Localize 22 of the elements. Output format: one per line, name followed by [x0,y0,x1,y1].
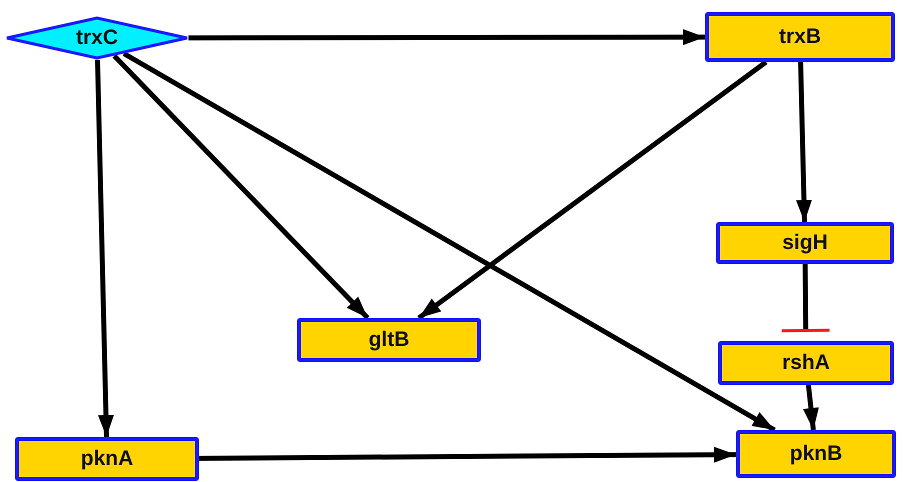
gene-label: trxB [778,25,821,49]
arrow [188,29,705,46]
arrow [95,60,114,438]
gene-label: rshA [782,351,830,375]
arrow [803,384,819,430]
gene-label: sigH [782,231,828,255]
inhibition-edge [782,264,830,332]
gene-label: pknB [790,442,842,466]
gene-box [705,12,895,62]
gene-label: trxC [76,26,118,50]
gene-label: pknA [80,447,134,471]
gene-box [716,222,894,264]
arrow [112,54,370,320]
gene-box [736,430,896,478]
gene-box [15,437,199,481]
gene-label: gltB [368,328,410,352]
gene-box [297,318,481,362]
arrow [122,51,776,432]
arrow [417,60,768,320]
arrow [796,62,812,222]
gene-box [718,341,894,385]
arrow [198,446,736,463]
